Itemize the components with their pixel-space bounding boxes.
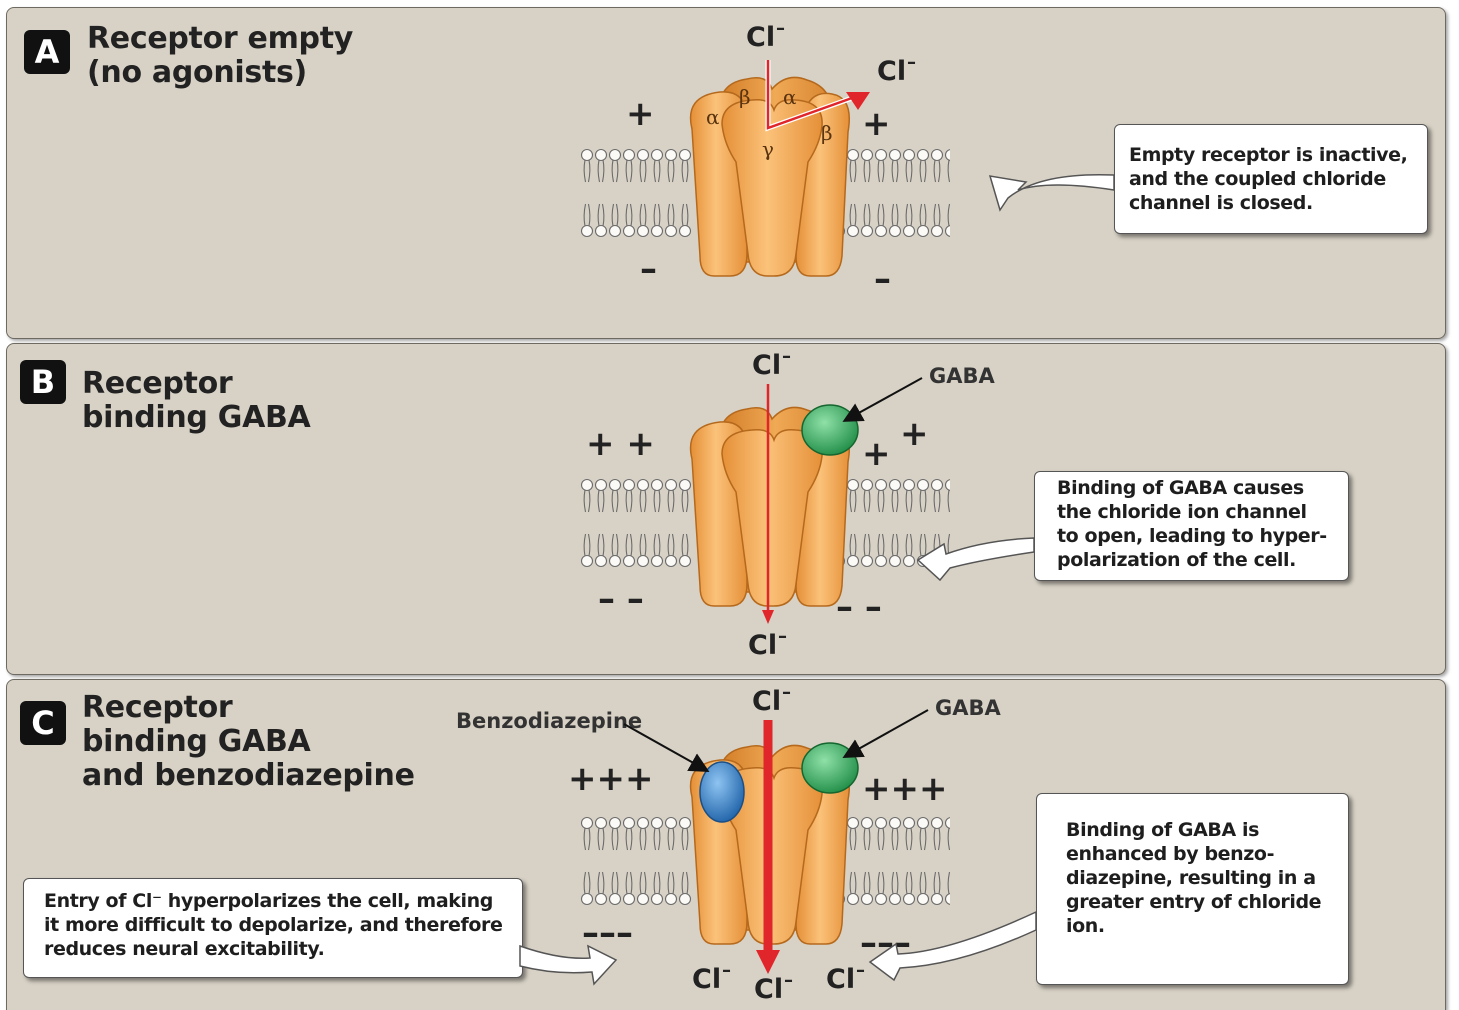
panel-c-cl-top-sup: – (782, 682, 791, 703)
panel-a-gamma-label: γ (762, 137, 774, 161)
panel-a-cl-side: Cl (877, 56, 906, 87)
panel-b-cl-top-sup: – (782, 346, 791, 367)
panel-a-charge-bottom-left: – (640, 249, 657, 289)
panel-c-cl-bottom-left: Cl (692, 964, 721, 995)
panel-c-gaba-pointer (846, 710, 928, 756)
panel-a-cl-side-sup: – (907, 52, 916, 73)
panel-a-cl-top-sup: – (776, 18, 785, 39)
panel-c-cl-top: Cl (752, 686, 781, 717)
panel-a-cl-top: Cl (746, 22, 775, 53)
panel-c-cl-bottom-center: Cl (754, 974, 783, 1005)
panel-a-alpha-left-label: α (706, 105, 720, 129)
panel-a-charge-top-left: + (626, 94, 655, 134)
panel-b-charge-bottom-left: – – (598, 579, 644, 619)
panel-b-cl-bottom-sup: – (778, 626, 787, 647)
panel-c-gaba-molecule (802, 743, 858, 793)
panel-c-cl-bottom-center-sup: – (784, 970, 793, 991)
panel-b-gaba-molecule (802, 405, 858, 455)
panel-b-charge-top-right-1: + (862, 434, 891, 474)
panel-a-beta-right-label: β (821, 121, 833, 145)
panel-b-gaba-label: GABA (929, 364, 995, 388)
panel-b-cl-top: Cl (752, 350, 781, 381)
panel-c-charge-top-right: +++ (862, 769, 947, 809)
panel-c-charge-top-left: +++ (568, 759, 653, 799)
panel-a-beta-label: β (739, 85, 751, 109)
panel-b-charge-top-left: + + (586, 424, 655, 464)
panel-c-cl-bottom-right-sup: – (856, 960, 865, 981)
panel-c-ion-arrowhead (756, 950, 780, 974)
panel-a-charge-bottom-right: – (874, 259, 891, 299)
panel-c-cl-bottom-left-sup: – (722, 960, 731, 981)
panel-c-cl-bottom-right: Cl (826, 964, 855, 995)
panel-c-benzodiazepine-molecule (700, 762, 744, 822)
panel-c-benzodiazepine-label: Benzodiazepine (456, 709, 642, 733)
panel-a-charge-top-right: + (862, 104, 891, 144)
panel-b-cl-bottom: Cl (748, 630, 777, 661)
panel-b-charge-top-right-2: + (900, 414, 929, 454)
panel-b-charge-bottom-right: – – (836, 587, 882, 627)
panel-c-gaba-label: GABA (935, 696, 1001, 720)
panel-a-callout-pointer (990, 175, 1114, 210)
panel-a-alpha-label: α (783, 85, 797, 109)
panel-b-ion-arrowhead (762, 610, 774, 624)
